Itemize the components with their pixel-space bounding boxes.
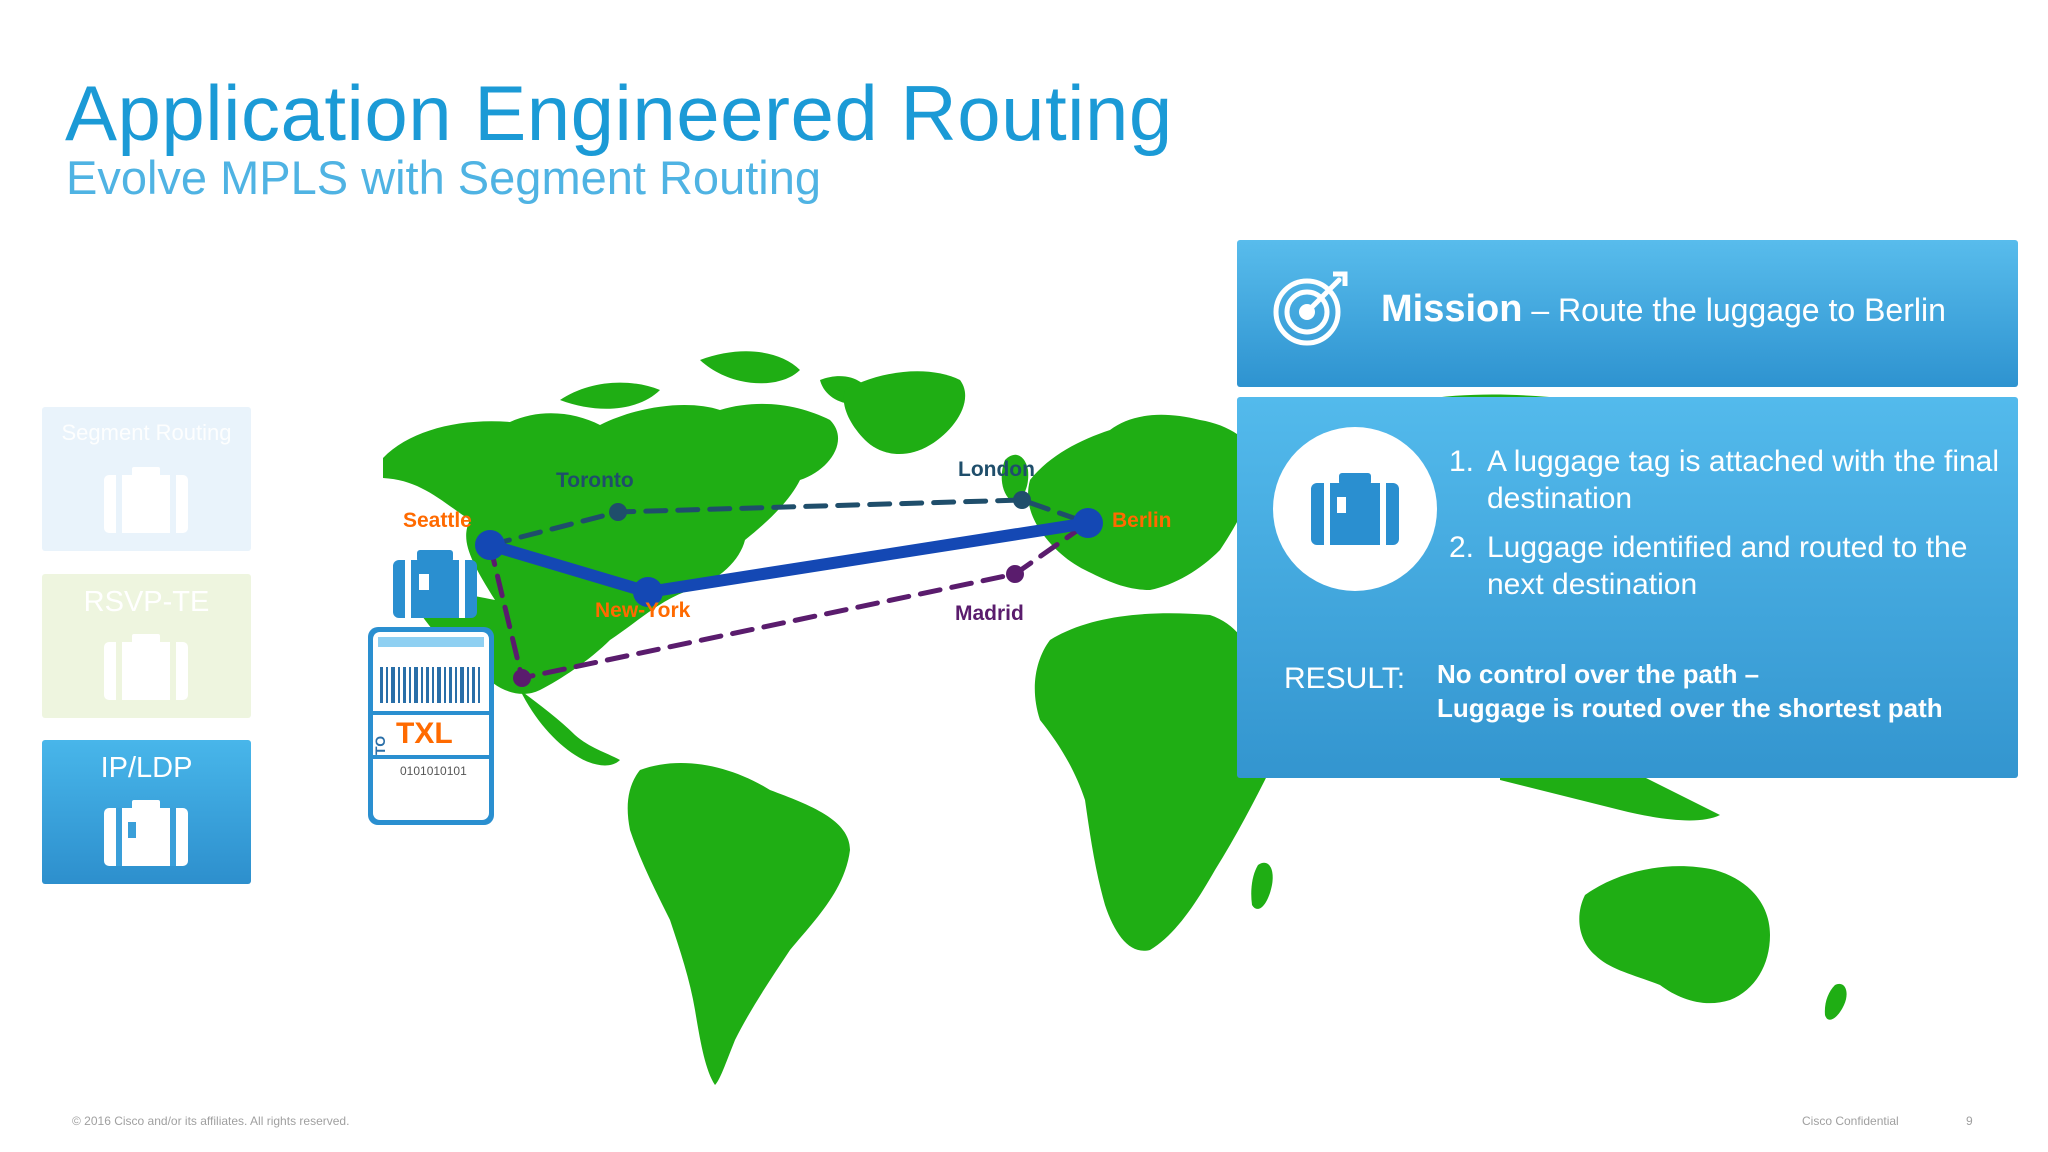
luggage-icon <box>393 550 477 618</box>
mission-panel: Mission – Route the luggage to Berlin <box>1237 240 2018 387</box>
footer-confidential: Cisco Confidential <box>1802 1114 1899 1128</box>
central-america <box>520 690 620 766</box>
tile-rsvp-te[interactable]: RSVP-TE <box>42 574 251 718</box>
city-label-seattle: Seattle <box>403 509 472 532</box>
mission-description: – Route the luggage to Berlin <box>1531 292 1946 328</box>
steps-list: 1. A luggage tag is attached with the fi… <box>1449 443 2009 615</box>
node-berlin <box>1073 508 1103 538</box>
route-via-mexico-madrid <box>487 520 1091 681</box>
luggage-icon <box>1311 473 1399 545</box>
tag-code: TXL <box>396 717 453 750</box>
south-america <box>627 762 850 1085</box>
result-line-2: Luggage is routed over the shortest path <box>1437 693 1943 723</box>
node-london <box>1013 491 1031 509</box>
tile-ip-ldp[interactable]: IP/LDP <box>42 740 251 884</box>
city-label-berlin: Berlin <box>1112 509 1172 532</box>
page-title: Application Engineered Routing <box>65 69 1173 157</box>
europe <box>1028 414 1260 590</box>
barcode <box>380 667 480 703</box>
result-label: RESULT: <box>1284 662 1406 695</box>
target-icon <box>1273 271 1348 346</box>
step-item: 1. A luggage tag is attached with the fi… <box>1449 443 2009 517</box>
page-subtitle: Evolve MPLS with Segment Routing <box>66 151 821 204</box>
node-madrid <box>1006 565 1024 583</box>
tile-label: Segment Routing <box>61 420 232 445</box>
madagascar <box>1251 862 1273 909</box>
luggage-tag-icon: TO TXL 0101010101 <box>368 627 494 825</box>
step-text: Luggage identified and routed to the nex… <box>1487 531 1968 601</box>
result-text: No control over the path – Luggage is ro… <box>1437 657 1943 725</box>
footer-page-number: 9 <box>1966 1114 1973 1128</box>
australia <box>1579 866 1770 1004</box>
node-toronto <box>609 503 627 521</box>
step-text: A luggage tag is attached with the final… <box>1487 445 2000 515</box>
steps-panel: 1. A luggage tag is attached with the fi… <box>1237 397 2018 778</box>
route-via-toronto-london <box>487 497 1091 548</box>
step-number: 1. <box>1449 445 1475 478</box>
city-label-madrid: Madrid <box>955 602 1024 625</box>
tile-label: IP/LDP <box>100 752 193 784</box>
mission-text: Mission – Route the luggage to Berlin <box>1381 288 1946 331</box>
luggage-icon <box>104 467 188 533</box>
new-zealand <box>1824 983 1847 1020</box>
luggage-icon <box>104 800 188 866</box>
step-item: 2. Luggage identified and routed to the … <box>1449 529 2009 603</box>
tile-label: RSVP-TE <box>83 586 210 618</box>
tag-prefix: TO <box>372 736 388 755</box>
node-mexico <box>513 669 531 687</box>
step-number: 2. <box>1449 531 1475 564</box>
mission-label: Mission <box>1381 288 1523 330</box>
city-label-toronto: Toronto <box>556 469 634 492</box>
uk <box>1001 454 1029 501</box>
tile-segment-routing[interactable]: Segment Routing <box>42 407 251 551</box>
route-nodes <box>475 491 1103 687</box>
result-line-1: No control over the path – <box>1437 659 1760 689</box>
luggage-icon <box>104 634 188 700</box>
north-america <box>383 403 839 694</box>
footer-copyright: © 2016 Cisco and/or its affiliates. All … <box>72 1114 350 1128</box>
luggage-icon-circle <box>1273 427 1437 591</box>
greenland <box>843 371 966 455</box>
city-label-new-york: New-York <box>595 599 691 622</box>
node-new-york <box>633 577 663 607</box>
africa <box>1034 613 1291 951</box>
city-label-london: London <box>958 458 1035 481</box>
tag-serial: 0101010101 <box>400 764 467 778</box>
node-seattle <box>475 530 505 560</box>
canada-islands <box>560 351 870 409</box>
city-labels: Seattle Toronto London Berlin New-York M… <box>403 458 1172 625</box>
